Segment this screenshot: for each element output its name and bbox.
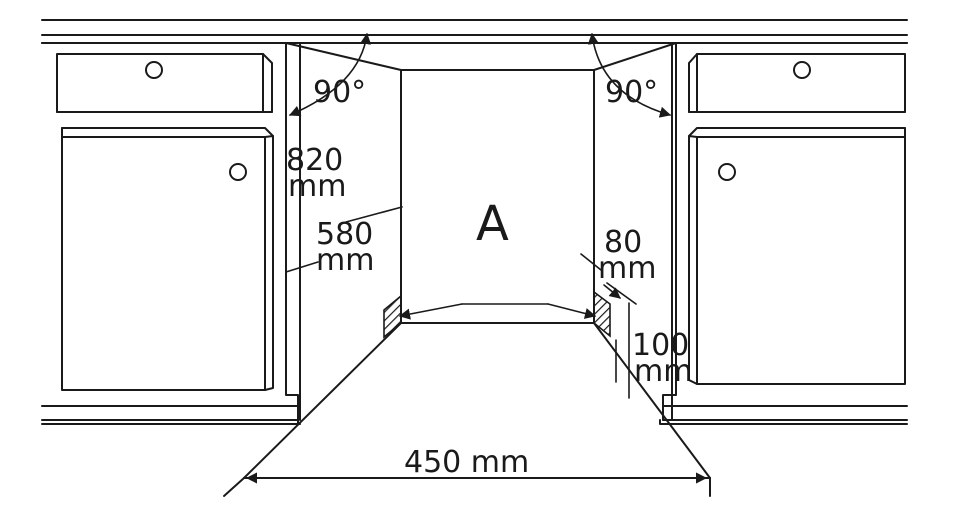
gap-value-label: 80: [604, 225, 642, 260]
plinth-right: [593, 290, 611, 338]
depth-leader: [345, 206, 403, 223]
angle-left-label: 90°: [313, 75, 366, 110]
worktop: [41, 19, 908, 44]
right-door: [688, 127, 906, 385]
left-drawer: [56, 53, 273, 113]
height-value-label: 820: [286, 143, 343, 178]
plinth-left: [383, 294, 402, 339]
niche-back-wall: [400, 69, 595, 324]
gap-dimension: [603, 282, 637, 305]
knob-icon: [793, 61, 811, 79]
angle-left-marker: [288, 32, 372, 117]
depth-value-label: 580: [316, 217, 373, 252]
knob-icon: [229, 163, 247, 181]
right-cabinet: [659, 42, 908, 425]
height-unit-label: mm: [288, 169, 346, 204]
angle-right-marker: [587, 32, 672, 118]
angle-right-label: 90°: [605, 75, 658, 110]
gap-leader: [580, 253, 602, 271]
niche-letter-label: A: [476, 196, 509, 252]
gap-unit-label: mm: [598, 251, 656, 286]
depth-unit-label: mm: [316, 243, 374, 278]
left-door: [61, 127, 274, 391]
width-label: 450 mm: [404, 445, 529, 480]
knob-icon: [145, 61, 163, 79]
plinth-unit-label: mm: [634, 354, 692, 389]
knob-icon: [718, 163, 736, 181]
plinth-depth-dimension: [398, 303, 597, 320]
plinth-value-label: 100: [632, 328, 689, 363]
plinth-height-dimension: [615, 302, 630, 399]
left-cabinet: [41, 42, 301, 425]
right-drawer: [688, 53, 906, 113]
depth-leader-low: [285, 261, 319, 273]
